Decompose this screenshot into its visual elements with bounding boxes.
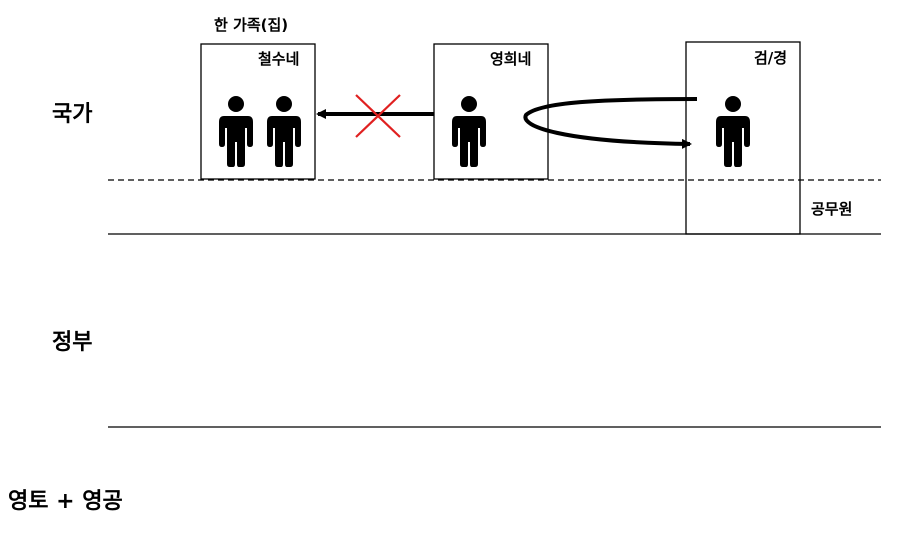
person-icon [452,96,486,167]
cheolsu-label: 철수네 [258,50,299,68]
cheolsu-household-box [200,43,316,180]
family-caption: 한 가족(집) [214,16,288,34]
arrow-icon [523,97,698,149]
younghee-household-box [433,43,549,180]
younghee-label: 영희네 [490,50,531,68]
state-label: 국가 [52,102,92,127]
person-icon [267,96,301,167]
person-icon [716,96,750,167]
territory-label: 영토 + 영공 [8,489,123,514]
government-label: 정부 [52,330,92,355]
person-icon [219,96,253,167]
police-label: 검/경 [754,49,787,67]
civil-servant-label: 공무원 [811,200,852,218]
cross-icon [355,94,401,138]
police-box [685,41,801,235]
